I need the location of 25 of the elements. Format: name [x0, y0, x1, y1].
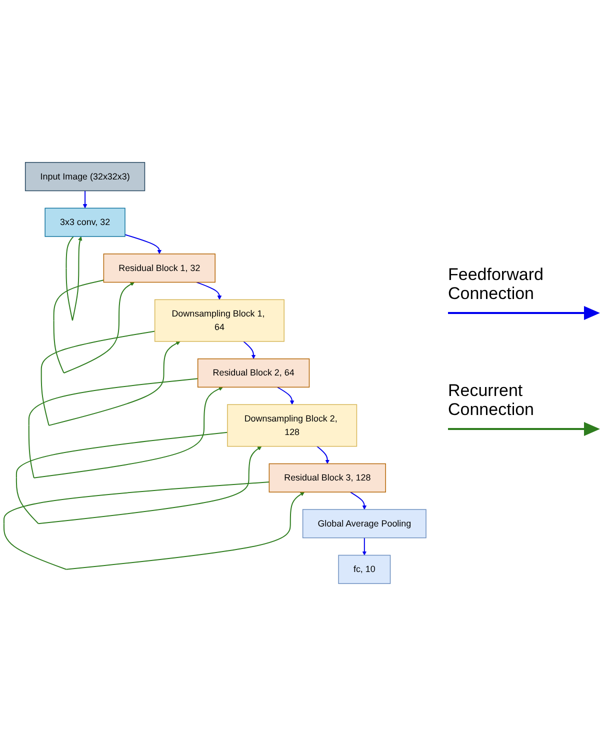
arrow	[28, 378, 224, 478]
arrow	[3, 482, 305, 570]
arrow	[124, 234, 162, 254]
node-box: fc, 10	[338, 554, 391, 584]
arrow	[243, 340, 256, 360]
node-box: Residual Block 2, 64	[197, 358, 310, 388]
arrow	[40, 330, 180, 426]
arrow	[316, 446, 330, 464]
node-box: Downsampling Block 1, 64	[154, 299, 284, 342]
node-box: Downsampling Block 2, 128	[227, 404, 358, 447]
node-box: Input Image (32x32x3)	[24, 162, 146, 192]
arrow	[53, 280, 135, 374]
arrow	[350, 492, 367, 510]
arrow	[82, 190, 88, 208]
legend-label: Feedforward Connection	[448, 265, 544, 303]
arrow	[16, 432, 262, 524]
node-box: Residual Block 1, 32	[103, 254, 216, 283]
legend-label: Recurrent Connection	[448, 381, 536, 419]
node-box: Global Average Pooling	[302, 509, 426, 538]
arrow	[66, 236, 82, 322]
arrow	[276, 386, 294, 405]
node-box: Residual Block 3, 128	[268, 463, 386, 492]
arrow	[362, 537, 367, 556]
arrow	[196, 282, 222, 300]
node-box: 3x3 conv, 32	[44, 208, 126, 237]
